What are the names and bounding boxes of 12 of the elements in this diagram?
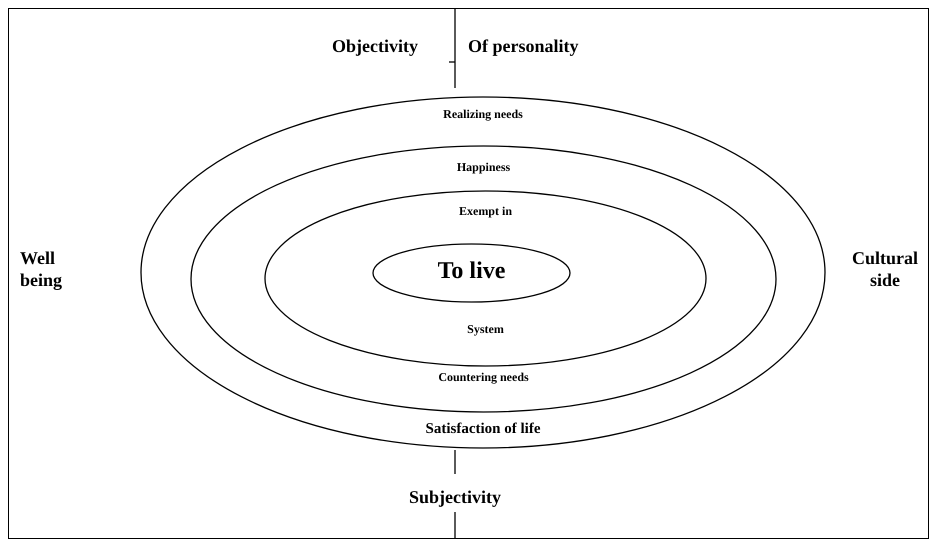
axis-label: Well being [20,248,64,292]
axis-label: Objectivity [331,36,419,58]
ellipse-label: To live [436,258,506,283]
axis-label: Of personality [468,36,580,58]
ellipse-label: Happiness [456,161,512,174]
ellipse-label: Exempt in [458,205,513,218]
ellipse-label: Satisfaction of life [424,422,542,437]
ellipse-label: System [466,323,505,336]
ellipse-label: Countering needs [437,371,530,384]
axis-label: Cultural side [850,248,919,292]
axis-label: Subjectivity [408,487,502,509]
ellipse-label: Realizing needs [442,108,524,120]
